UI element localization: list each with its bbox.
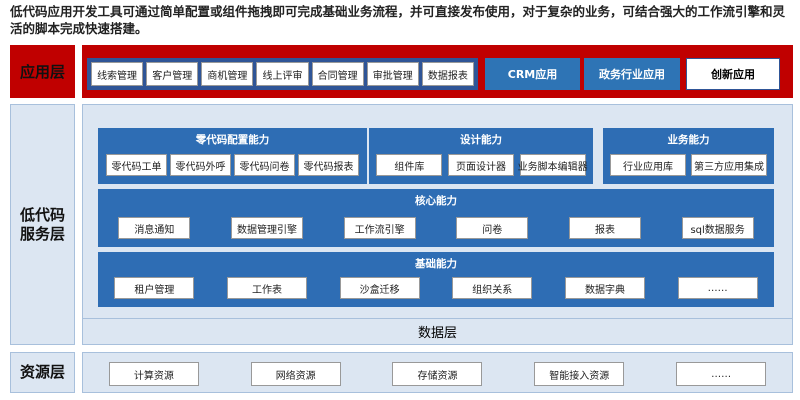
intro-text: 低代码应用开发工具可通过简单配置或组件拖拽即可完成基础业务流程，并可直接发布使用… (10, 4, 786, 36)
app-module-box: 商机管理 (201, 62, 254, 86)
app-module-box: 审批管理 (366, 62, 419, 86)
resource-item: …… (676, 362, 767, 386)
resource-item: 网络资源 (250, 362, 341, 386)
app-module-box: 线索管理 (91, 62, 144, 86)
app-module-box: 线上评审 (256, 62, 309, 86)
app-layer-panel: 线索管理客户管理商机管理线上评审合同管理审批管理数据报表 CRM应用 政务行业应… (82, 45, 793, 98)
design-item: 组件库 (376, 154, 443, 176)
gov-app: 政务行业应用 (584, 58, 680, 90)
business-item: 行业应用库 (610, 154, 686, 176)
app-module-box: 数据报表 (421, 62, 474, 86)
business-panel: 业务能力 行业应用库第三方应用集成 (603, 128, 774, 184)
base-item: 组织关系 (452, 277, 533, 299)
core-item: 消息通知 (118, 217, 191, 239)
app-modules-group: 线索管理客户管理商机管理线上评审合同管理审批管理数据报表 (87, 58, 478, 90)
business-item: 第三方应用集成 (691, 154, 767, 176)
service-layer-panel: 零代码配置能力 零代码工单零代码外呼零代码问卷零代码报表 设计能力 组件库页面设… (82, 104, 793, 345)
base-item: 沙盒迁移 (339, 277, 420, 299)
core-item: 问卷 (456, 217, 529, 239)
design-panel: 设计能力 组件库页面设计器业务脚本编辑器 (369, 128, 593, 184)
core-item: 工作流引擎 (343, 217, 416, 239)
zero-code-item: 零代码问卷 (234, 154, 295, 176)
app-module-box: 客户管理 (146, 62, 199, 86)
core-item: 数据管理引擎 (230, 217, 303, 239)
crm-app: CRM应用 (485, 58, 580, 90)
resource-layer-label: 资源层 (10, 352, 75, 393)
resource-item: 智能接入资源 (534, 362, 625, 386)
base-item: 数据字典 (564, 277, 645, 299)
base-panel: 基础能力 租户管理 工作表 沙盒迁移 组织关系 数据字典 …… (98, 252, 774, 307)
design-title: 设计能力 (460, 134, 502, 146)
zero-code-item: 零代码报表 (298, 154, 359, 176)
resource-item: 计算资源 (108, 362, 199, 386)
core-panel: 核心能力 消息通知 数据管理引擎 工作流引擎 问卷 报表 sql数据服务 (98, 189, 774, 247)
data-layer: 数据层 (83, 318, 792, 344)
base-item: 工作表 (226, 277, 307, 299)
core-item: sql数据服务 (681, 217, 754, 239)
core-title: 核心能力 (415, 195, 457, 207)
service-layer-label: 低代码服务层 (10, 104, 75, 345)
design-item: 业务脚本编辑器 (518, 154, 588, 176)
app-layer-label: 应用层 (10, 45, 75, 98)
resource-layer-panel: 计算资源 网络资源 存储资源 智能接入资源 …… (82, 352, 793, 393)
business-title: 业务能力 (667, 134, 710, 146)
base-title: 基础能力 (415, 258, 457, 270)
app-module-box: 合同管理 (311, 62, 364, 86)
base-item: …… (677, 277, 758, 299)
design-item: 页面设计器 (447, 154, 514, 176)
core-item: 报表 (568, 217, 641, 239)
base-item: 租户管理 (114, 277, 195, 299)
zero-code-item: 零代码工单 (106, 154, 167, 176)
resource-item: 存储资源 (392, 362, 483, 386)
innovation-app: 创新应用 (686, 58, 780, 90)
zero-code-panel: 零代码配置能力 零代码工单零代码外呼零代码问卷零代码报表 (98, 128, 367, 184)
zero-code-title: 零代码配置能力 (195, 134, 270, 146)
zero-code-item: 零代码外呼 (170, 154, 231, 176)
